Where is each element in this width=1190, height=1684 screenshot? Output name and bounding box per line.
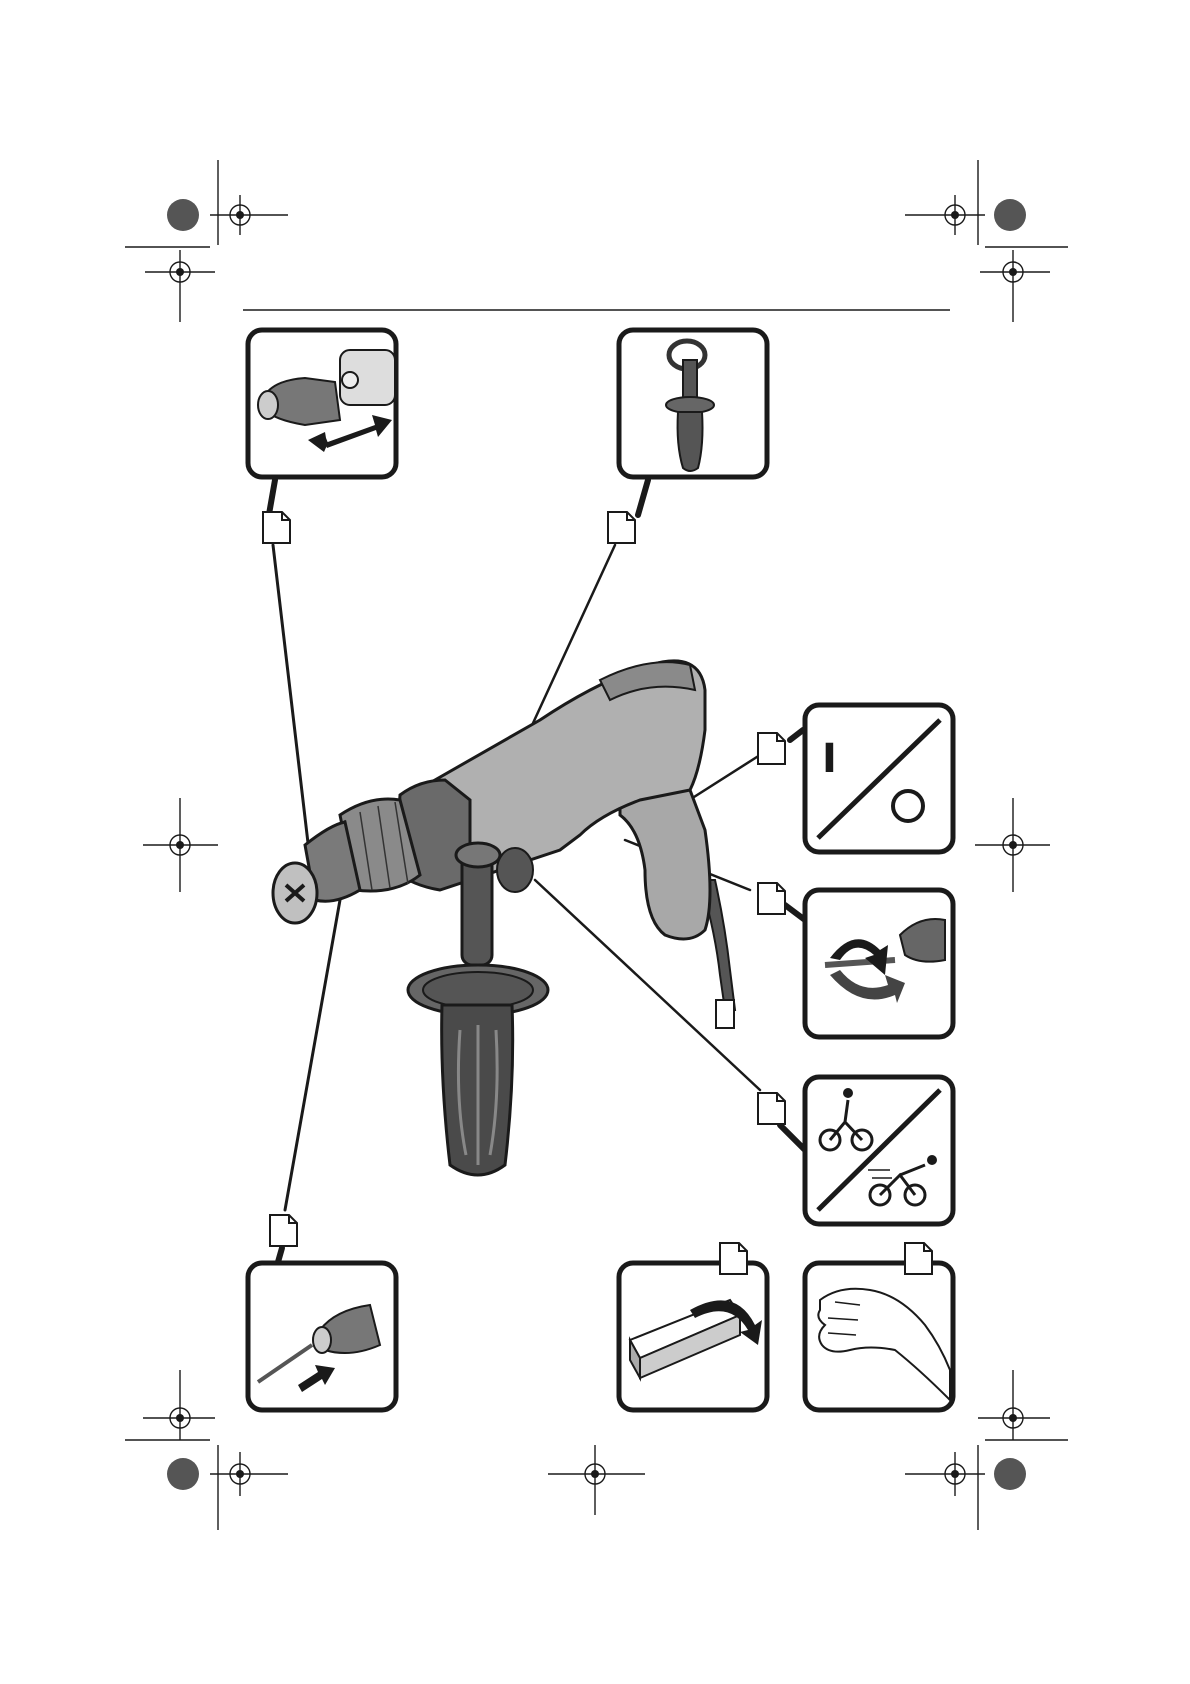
- panel-gear-selection: [805, 1077, 953, 1224]
- switch-on-symbol: I: [822, 736, 837, 782]
- registration-target-icon: [905, 160, 1068, 322]
- document-icon: [758, 733, 785, 764]
- registration-target-icon: [975, 798, 1050, 892]
- panel-open-case: [619, 1263, 767, 1410]
- document-icon: [720, 1243, 747, 1274]
- registration-target-icon: [143, 798, 218, 892]
- document-icon: [263, 512, 290, 543]
- panel-insert-bit: [248, 1263, 396, 1410]
- panel-on-off-switch: I: [805, 705, 953, 852]
- document-icon: [905, 1243, 932, 1274]
- hammer-drill-illustration: [273, 661, 735, 1175]
- document-icon: [758, 1093, 785, 1124]
- document-icon: [270, 1215, 297, 1246]
- document-icon: [758, 883, 785, 914]
- panel-chuck-change: [248, 330, 396, 477]
- registration-target-icon: [125, 160, 288, 322]
- document-icon: [608, 512, 635, 543]
- registration-target-icon: [548, 1445, 645, 1515]
- panel-auxiliary-handle: [619, 330, 767, 477]
- panel-rotation-direction: [805, 890, 953, 1037]
- panel-hand-vibration: [805, 1263, 953, 1410]
